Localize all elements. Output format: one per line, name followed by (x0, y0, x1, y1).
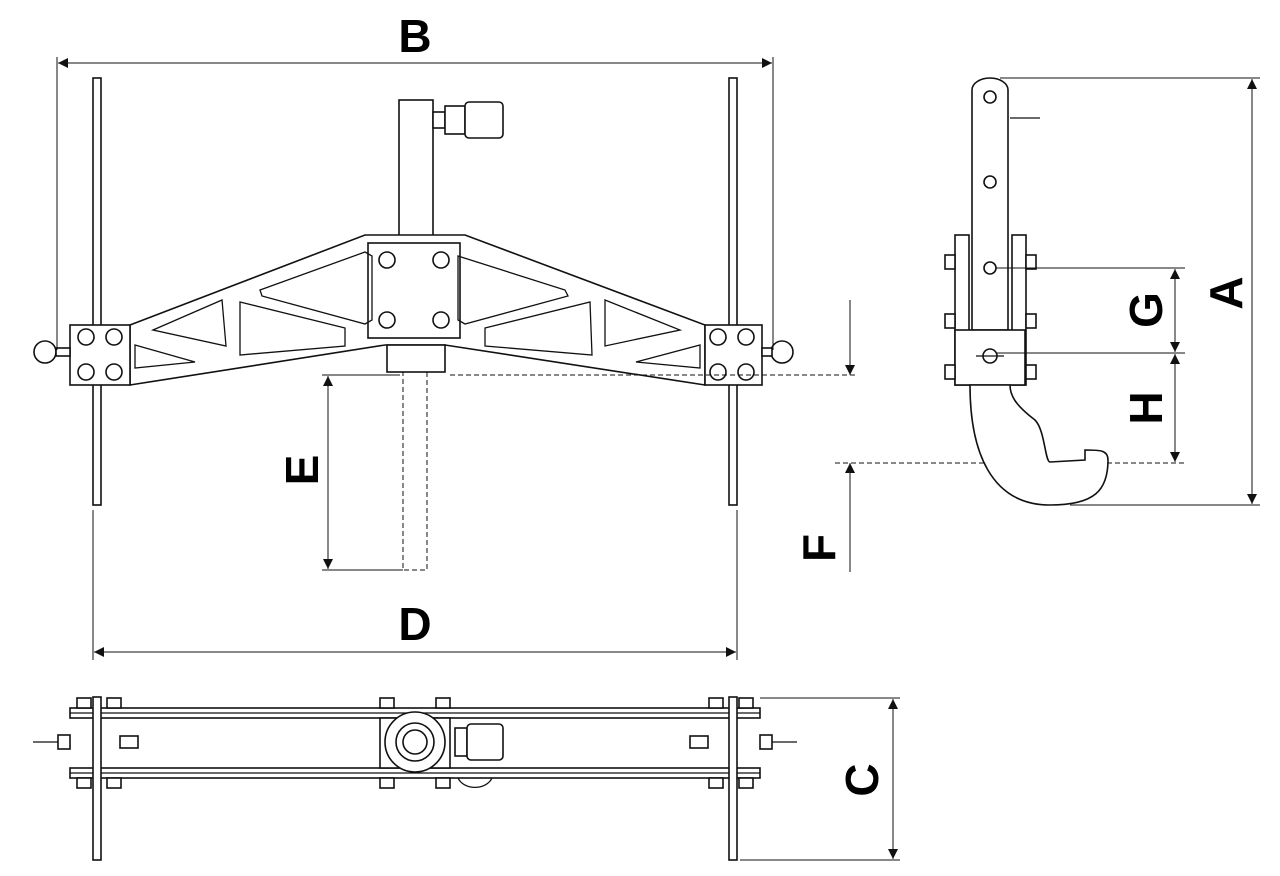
extended-ram (402, 371, 428, 571)
label-f: F (793, 534, 845, 562)
right-pull-ring (770, 340, 794, 364)
dimension-e: E (276, 374, 858, 571)
label-d: D (398, 598, 431, 650)
hydraulic-coupler (432, 101, 504, 139)
label-c: C (836, 763, 888, 796)
front-view (33, 77, 794, 571)
label-h: H (1120, 391, 1172, 424)
dimension-f: F (793, 300, 1185, 572)
label-g: G (1120, 292, 1172, 328)
dimension-d: D (92, 510, 738, 660)
dimension-h: H (1120, 354, 1180, 462)
dimension-a: A (1000, 77, 1260, 506)
dimension-c: C (740, 697, 900, 861)
frame-cutouts (134, 251, 701, 369)
label-e: E (276, 455, 328, 486)
dimension-g: G (996, 267, 1185, 354)
left-pull-ring (33, 340, 57, 364)
side-view (944, 77, 1109, 506)
right-rod (728, 77, 738, 506)
label-a: A (1200, 276, 1252, 309)
label-b: B (398, 10, 431, 62)
side-plate (971, 77, 1009, 331)
top-view (33, 696, 797, 861)
dimension-b: B (56, 10, 774, 350)
cylinder-base (386, 344, 446, 373)
bolts (77, 251, 755, 381)
center-column (398, 99, 434, 241)
hook (969, 384, 1109, 506)
left-rod (92, 77, 102, 506)
